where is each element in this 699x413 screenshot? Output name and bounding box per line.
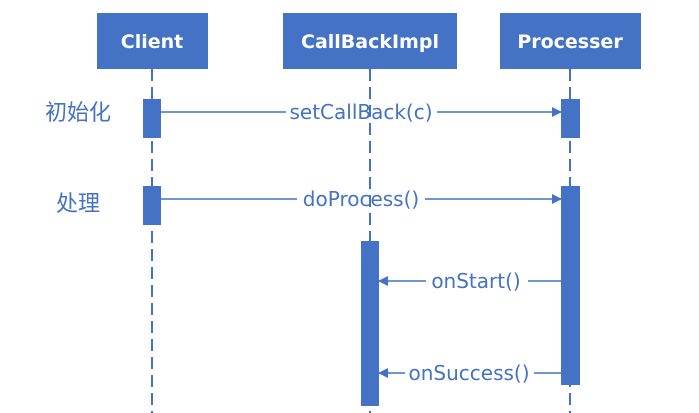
message-setcallback: setCallBack(c) [161,100,562,124]
participant-label: CallBackImpl [301,31,439,53]
phase-label-process: 处理 [56,192,100,217]
phase-label-init: 初始化 [45,101,111,126]
activation-processer-process [561,186,580,385]
participant-callbackimpl: CallBackImpl [283,13,457,69]
participant-client: Client [97,13,208,69]
participant-label: Processer [517,31,623,53]
message-label: onSuccess() [408,361,529,385]
participant-processer: Processer [500,13,641,69]
activation-callbackimpl [361,241,379,406]
message-label: onStart() [431,269,520,293]
participant-label: Client [121,31,183,53]
message-onstart: onStart() [378,269,561,293]
participant-box [500,13,641,69]
activation-client-init [143,99,161,138]
message-onsuccess: onSuccess() [378,361,561,385]
message-doprocess: doProcess() [161,187,562,211]
message-label: doProcess() [303,187,419,211]
activation-client-process [143,186,161,225]
participant-box [283,13,457,69]
message-label: setCallBack(c) [289,100,432,124]
participant-box [97,13,208,69]
activation-processer-init [561,99,580,138]
